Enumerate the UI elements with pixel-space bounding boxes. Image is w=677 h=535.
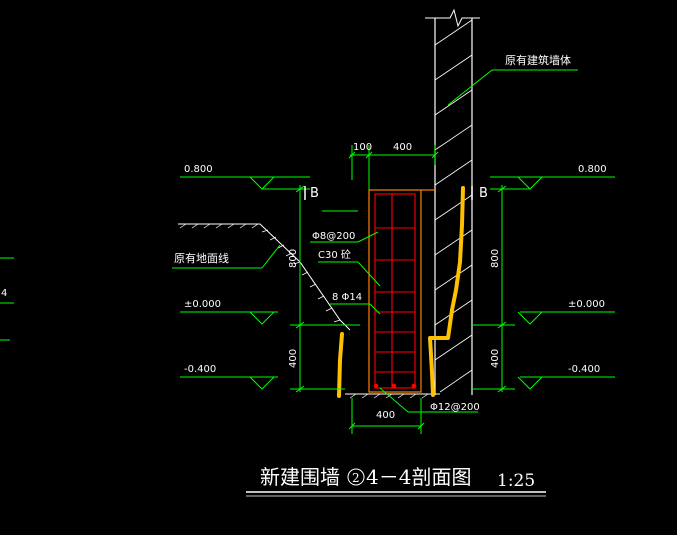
title-scale: 1:25: [497, 471, 535, 491]
existing-wall-leader: [447, 69, 578, 106]
dimension-right-vertical: [472, 185, 515, 393]
stirrup-leader: [310, 210, 379, 243]
elev-right-top-text: 0.800: [578, 164, 607, 175]
elevation-left-bot: [180, 376, 278, 390]
elevation-left-mid: [180, 311, 278, 325]
bottom-bar-label: Φ12@200: [430, 402, 480, 413]
foundation-bottom-ground: [345, 393, 440, 399]
dim-right-400: 400: [490, 349, 501, 368]
title-number: 2: [352, 471, 360, 485]
dim-left-400: 400: [288, 349, 299, 368]
dim-400-top: 400: [393, 142, 412, 153]
title-section: 4－4剖面图: [366, 465, 471, 489]
elevation-right-top: [490, 176, 615, 190]
elevation-right-mid: [517, 311, 615, 325]
dim-right-800: 800: [490, 249, 501, 268]
existing-ground-label: 原有地面线: [174, 251, 229, 265]
stirrup-label: Φ8@200: [312, 231, 355, 242]
title-main: 新建围墙: [260, 465, 340, 489]
main-bar-leader: [330, 303, 381, 315]
bottom-bar-leader: [379, 387, 478, 413]
concrete-label: C30 砼: [318, 248, 351, 261]
dimension-left-vertical: [290, 185, 360, 393]
dim-left-800: 800: [288, 249, 299, 268]
elevation-right-bot: [517, 376, 615, 390]
main-bar-label: 8 Φ14: [332, 292, 362, 303]
section-mark-right-text: B: [479, 186, 488, 201]
new-wall-outline: [368, 189, 435, 393]
elev-right-mid-text: ±0.000: [568, 299, 605, 310]
dim-100: 100: [353, 142, 372, 153]
elev-left-bot-text: -0.400: [184, 364, 216, 375]
dimension-bottom: [348, 398, 425, 434]
drawing-title: 新建围墙 2 4－4剖面图 1:25: [246, 465, 546, 497]
ground-line-leader: [172, 244, 281, 269]
section-mark-left-text: B: [310, 186, 319, 201]
rebar-cage: [373, 193, 417, 389]
elevation-left-top: [180, 176, 310, 190]
far-left-partial: [0, 257, 14, 341]
far-left-partial-text: 4: [1, 288, 7, 299]
dim-400-bottom: 400: [376, 410, 395, 421]
elev-left-top-text: 0.800: [184, 164, 213, 175]
existing-wall-label: 原有建筑墙体: [505, 53, 571, 67]
elev-right-bot-text: -0.400: [568, 364, 600, 375]
elev-left-mid-text: ±0.000: [184, 299, 221, 310]
highlight-markup: [337, 186, 465, 398]
existing-wall: [425, 8, 480, 395]
title-number-circle: [347, 468, 365, 486]
concrete-leader: [318, 261, 381, 287]
dimension-top: [348, 145, 439, 190]
